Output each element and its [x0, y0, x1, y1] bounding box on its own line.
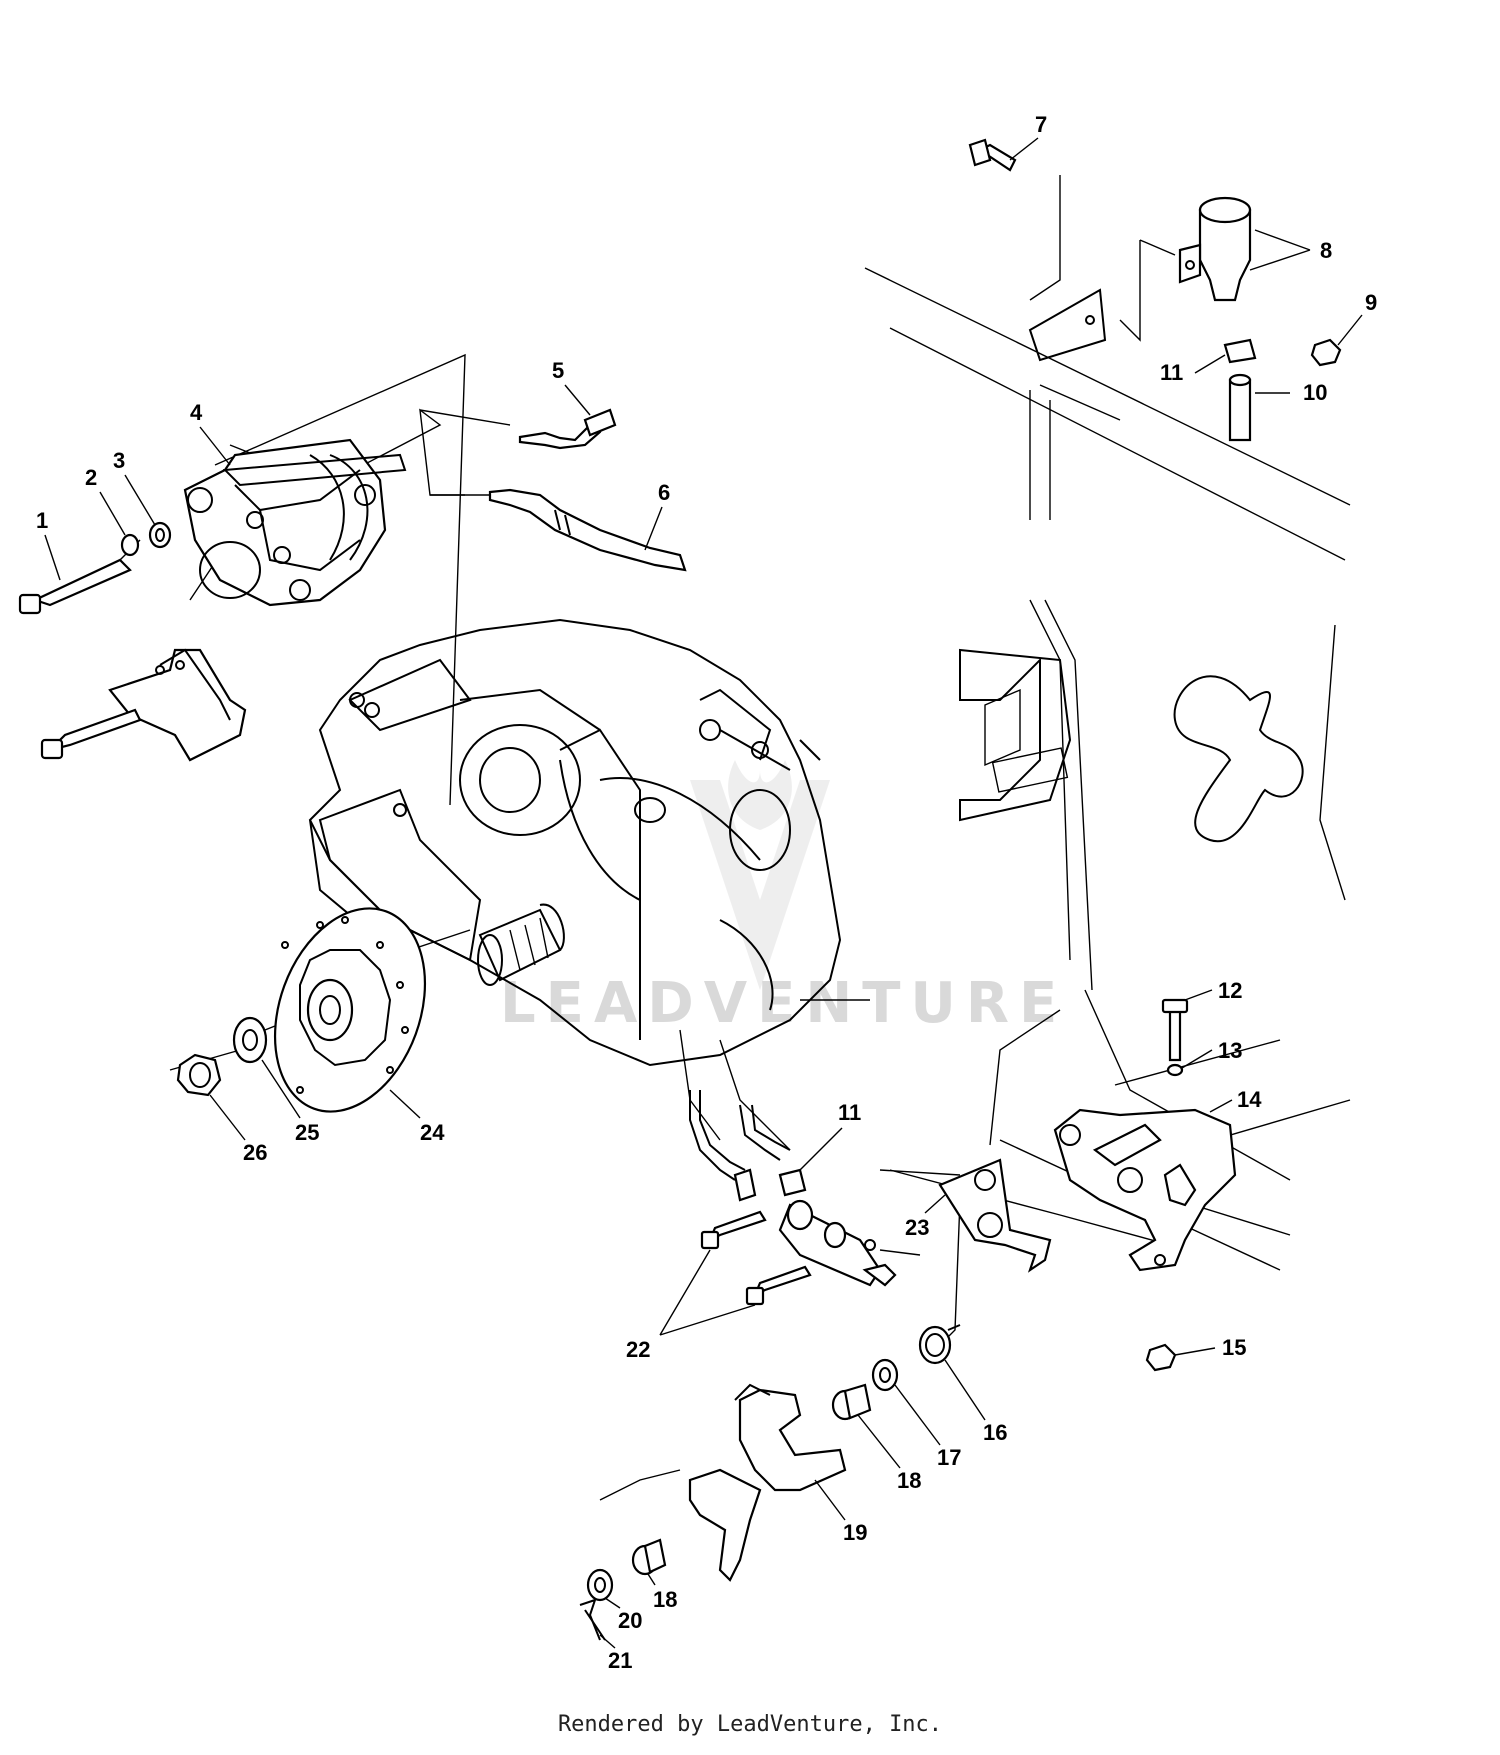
callout-26: 26	[243, 1140, 267, 1165]
pedal-bracket-14	[1053, 1108, 1237, 1272]
washer-20	[586, 1568, 614, 1602]
bushing-18-upper	[831, 1383, 872, 1421]
bolt-1	[18, 558, 132, 615]
callout-9: 9	[1365, 290, 1377, 315]
bushing-18-lower	[631, 1538, 667, 1576]
callout-3: 3	[113, 448, 125, 473]
washer-17	[871, 1358, 899, 1392]
switch-bracket-23	[938, 1158, 1052, 1273]
callout-12: 12	[1218, 978, 1242, 1003]
callout-1: 1	[36, 508, 48, 533]
callout-6: 6	[658, 480, 670, 505]
bolt-7	[968, 138, 1017, 172]
callout-13: 13	[1218, 1038, 1242, 1063]
callout-16: 16	[983, 1420, 1007, 1445]
render-credit: Rendered by LeadVenture, Inc.	[557, 1712, 943, 1737]
nut-9	[1310, 338, 1342, 367]
cotter-pin-21	[579, 1598, 606, 1641]
callout-8: 8	[1320, 238, 1332, 263]
callout-7: 7	[1035, 112, 1047, 137]
callout-22: 22	[626, 1337, 650, 1362]
callout-17: 17	[937, 1445, 961, 1470]
brake-caliper	[183, 438, 407, 607]
callout-21: 21	[608, 1648, 632, 1673]
callouts: 1 2 3 4 5 6 7 8 9 10 11 12 13 14 15 16 1…	[36, 112, 1377, 1673]
callout-18-lower: 18	[653, 1587, 677, 1612]
callout-11-lower: 11	[838, 1100, 861, 1125]
pedal-arm-19	[688, 1383, 847, 1582]
bolt-12	[1161, 998, 1189, 1062]
callout-23: 23	[905, 1215, 929, 1240]
mount-bracket-upper	[1028, 288, 1107, 362]
hose-10	[1228, 373, 1252, 442]
brake-line-5	[518, 408, 617, 450]
reservoir-8	[1178, 196, 1252, 302]
callout-5: 5	[552, 358, 564, 383]
callout-4: 4	[190, 400, 203, 425]
callout-15: 15	[1222, 1335, 1246, 1360]
callout-24: 24	[420, 1120, 445, 1145]
callout-14: 14	[1237, 1087, 1262, 1112]
cooling-fan	[1173, 675, 1304, 843]
callout-19: 19	[843, 1520, 867, 1545]
washer-3	[148, 521, 172, 549]
callout-10: 10	[1303, 380, 1327, 405]
watermark-text: LEADVENTURE	[500, 971, 1067, 1036]
nut-26	[176, 1053, 222, 1097]
callout-20: 20	[618, 1608, 642, 1633]
callout-25: 25	[295, 1120, 319, 1145]
leadventure-logo-icon	[690, 760, 830, 990]
clamp-11-lower	[778, 1168, 807, 1197]
brake-disc-24	[273, 907, 427, 1113]
callout-11: 11	[1160, 360, 1183, 385]
clamp-11-upper	[1223, 338, 1257, 364]
spring-16	[918, 1324, 961, 1365]
washer-13	[1166, 1063, 1184, 1077]
nut-15	[1145, 1343, 1177, 1372]
master-cylinder	[778, 1199, 897, 1287]
callout-18: 18	[897, 1468, 921, 1493]
leader-lines	[119, 175, 1176, 1501]
hose-6	[488, 488, 687, 572]
callout-2: 2	[85, 465, 97, 490]
washer-25	[232, 1016, 268, 1064]
pad-bolt	[40, 708, 142, 760]
washer-2	[120, 533, 140, 557]
brake-lines-lower	[689, 1090, 791, 1202]
frame-bracket	[959, 648, 1072, 822]
watermark: LEADVENTURE	[500, 760, 1067, 1036]
brake-pad	[108, 648, 247, 762]
bolts-22	[700, 1210, 812, 1306]
